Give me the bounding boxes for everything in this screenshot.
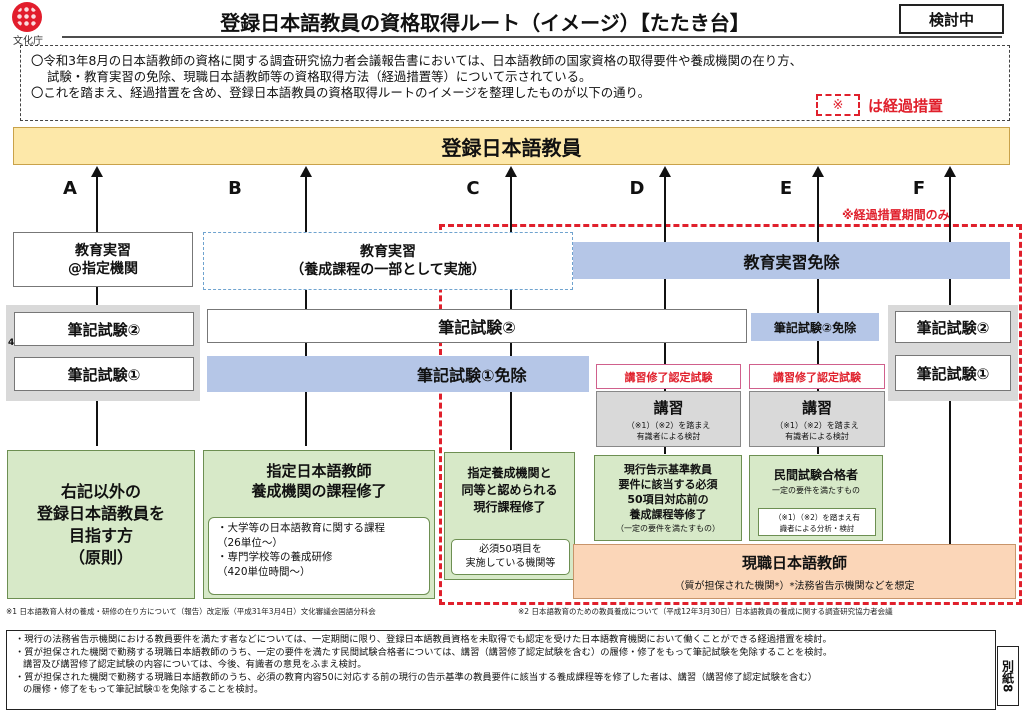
legend-symbol: ※: [816, 94, 860, 116]
course-title-route-d: 講習: [653, 398, 684, 417]
note-line: の履修・修了をもって筆記試験①を免除することを検討。: [23, 684, 264, 695]
course-title-route-e: 講習: [801, 398, 832, 417]
legend-text: は経過措置: [868, 97, 944, 115]
registered-teacher-bar: 登録日本語教員: [13, 127, 1010, 165]
note-line: ・質が担保された機関で勤務する現職日本語教師のうち、必須の教育内容50に対応する…: [15, 671, 818, 683]
route-e-arrow: [812, 166, 824, 454]
title-divider: [62, 36, 1002, 38]
current-teacher-box: 現職日本語教師 （質が担保された機関*）*法務省告示機関などを想定: [573, 544, 1016, 599]
status-badge: 検討中: [899, 4, 1004, 34]
footnote-2: ※2 日本語教育のための教員養成について（平成12年3月30日）日本語教員の養成…: [518, 607, 893, 616]
agency-logo-mark: [12, 2, 42, 32]
origin-route-b: 指定日本語教師 養成機関の課程修了 ・大学等の日本語教育に関する課程 （26単位…: [203, 450, 435, 599]
exam2-route-f: 筆記試験②: [895, 311, 1011, 343]
route-letter-a: A: [63, 178, 77, 199]
page-tag: 別紙8: [997, 646, 1019, 706]
origin-route-e-title: 民間試験合格者: [773, 468, 858, 482]
footnotes: ※1 日本語教育人材の養成・研修の在り方について（報告）改定版（平成31年3月4…: [6, 606, 1018, 617]
page-title: 登録日本語教員の資格取得ルート（イメージ）【たたき台】: [220, 10, 750, 35]
origin-route-c-title: 指定養成機関と 同等と認められる 現行課程修了: [461, 466, 558, 514]
intro-line: 試験・教育実習の免除、現職日本語教師等の資格取得方法（経過措置等）について示され…: [47, 69, 592, 84]
practice-route-a: 教育実習 @指定機関: [13, 232, 193, 287]
origin-route-b-detail: ・大学等の日本語教育に関する課程 （26単位～） ・専門学校等の養成研修 （42…: [208, 517, 430, 595]
intro-line: 〇令和3年8月の日本語教師の資格に関する調査研究協力者会議報告書においては、日本…: [31, 53, 802, 68]
origin-route-e-note: 一定の要件を満たすもの: [772, 486, 860, 495]
origin-route-e-sub: （※1）（※2）を踏まえ有 識者による分析・検討: [758, 508, 876, 536]
transition-period-area: [439, 224, 1022, 605]
course-box-route-e: 講習 （※1）（※2）を踏まえ 有識者による検討: [749, 391, 885, 447]
course-box-route-d: 講習 （※1）（※2）を踏まえ 有識者による検討: [596, 391, 741, 447]
origin-route-d: 現行告示基準教員 要件に該当する必須 50項目対応前の 養成課程等修了 （一定の…: [594, 455, 742, 541]
route-letter-c: C: [466, 178, 480, 199]
agency-logo-text: 文化庁: [13, 36, 43, 47]
intro-line: 〇これを踏まえ、経過措置を含め、登録日本語教員の資格取得ルートのイメージを整理し…: [31, 85, 651, 100]
origin-route-c-sub: 必須50項目を 実施している機関等: [451, 539, 570, 575]
route-letter-b: B: [228, 178, 242, 199]
footnote-1: ※1 日本語教育人材の養成・研修の在り方について（報告）改定版（平成31年3月4…: [6, 607, 376, 616]
route-letter-d: D: [629, 178, 645, 199]
current-teacher-sub: （質が担保された機関*）*法務省告示機関などを想定: [674, 580, 915, 592]
course-sub-route-e: （※1）（※2）を踏まえ 有識者による検討: [775, 420, 859, 441]
route-letter-f: F: [912, 178, 926, 199]
practice-route-b: 教育実習 （養成課程の一部として実施）: [203, 232, 573, 290]
origin-route-e: 民間試験合格者 一定の要件を満たすもの （※1）（※2）を踏まえ有 識者による分…: [749, 455, 883, 541]
notes-box: ・現行の法務省告示機関における教員要件を満たす者などについては、一定期間に限り、…: [6, 630, 996, 710]
course-cert-exam-route-e: 講習修了認定試験: [749, 364, 885, 389]
exam2-route-bcd: 筆記試験②: [207, 309, 747, 343]
origin-route-a: 右記以外の 登録日本語教員を 目指す方 （原則）: [7, 450, 195, 599]
course-sub-route-d: （※1）（※2）を踏まえ 有識者による検討: [626, 420, 711, 441]
exam2-route-a: 筆記試験②: [14, 312, 194, 346]
note-line: 講習及び講習修了認定試験の内容については、今後、有識者の意見をふまえ検討。: [23, 659, 367, 670]
exam1-route-a: 筆記試験①: [14, 357, 194, 391]
route-b-arrow: [300, 166, 312, 446]
note-line: ・質が担保された機関で勤務する現職日本語教師のうち、一定の要件を満たす民間試験合…: [15, 646, 833, 658]
intro-box: 〇令和3年8月の日本語教師の資格に関する調査研究協力者会議報告書においては、日本…: [20, 45, 1010, 121]
current-teacher-title: 現職日本語教師: [741, 553, 847, 572]
origin-route-b-title: 指定日本語教師 養成機関の課程修了: [251, 462, 387, 500]
route-letter-e: E: [779, 178, 793, 199]
note-line: ・現行の法務省告示機関における教員要件を満たす者などについては、一定期間に限り、…: [15, 634, 832, 645]
exam1-route-f: 筆記試験①: [895, 355, 1011, 391]
origin-route-d-title: 現行告示基準教員 要件に該当する必須 50項目対応前の 養成課程等修了: [618, 463, 718, 521]
transition-period-note: ※経過措置期間のみ: [842, 208, 950, 222]
exam2-exempt-route-e: 筆記試験②免除: [751, 313, 879, 341]
practice-exempt-bar: 教育実習免除: [573, 242, 1010, 279]
origin-route-c: 指定養成機関と 同等と認められる 現行課程修了 必須50項目を 実施している機関…: [444, 452, 575, 580]
exam1-exempt-bar: 筆記試験①免除: [207, 356, 589, 392]
course-cert-exam-route-d: 講習修了認定試験: [596, 364, 741, 389]
origin-route-d-sub: （一定の要件を満たすもの）: [616, 524, 720, 533]
